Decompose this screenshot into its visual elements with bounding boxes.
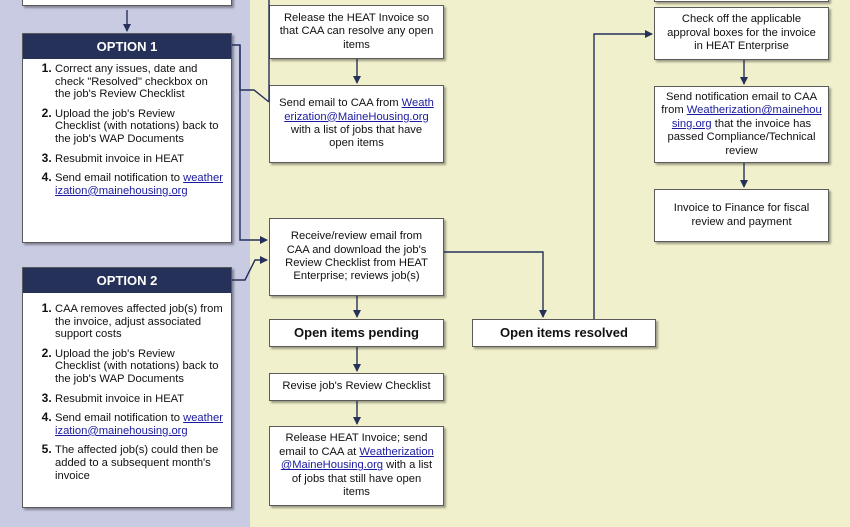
option2-step-1: CAA removes affected job(s) from the inv… — [55, 302, 223, 341]
option1-step-3: Resubmit invoice in HEAT — [55, 152, 223, 166]
open-items-resolved-label: Open items resolved — [500, 325, 628, 341]
open-items-pending-label: Open items pending — [294, 325, 419, 341]
open-items-resolved-box: Open items resolved — [472, 319, 656, 347]
option1-title: OPTION 1 — [23, 34, 231, 59]
check-off-text: Check off the applicable approval boxes … — [667, 13, 816, 53]
release-invoice-text: Release the HEAT Invoice so that CAA can… — [279, 11, 434, 51]
arrow-review-to-resolved — [444, 251, 547, 318]
open-items-pending-box: Open items pending — [269, 319, 444, 347]
option1-panel: OPTION 1 Correct any issues, date and ch… — [22, 33, 232, 243]
option1-email-link[interactable]: weatherization@mainehousing.org — [55, 172, 223, 197]
release-again-text: Release HEAT Invoice; send email to CAA … — [279, 432, 434, 499]
option2-step-4: Send email notification to weatherizatio… — [55, 411, 223, 437]
send-email-link[interactable]: Weatherization@MaineHousing.org — [284, 97, 434, 123]
receive-review-box: Receive/review email from CAA and downlo… — [269, 218, 444, 296]
arrow-option1-to-review — [239, 45, 268, 244]
option2-email-link[interactable]: weatherization@mainehousing.org — [55, 412, 223, 437]
option2-step-2: Upload the job's Review Checklist (with … — [55, 347, 223, 386]
check-off-box: Check off the applicable approval boxes … — [654, 7, 829, 60]
revise-checklist-box: Revise job's Review Checklist — [269, 373, 444, 401]
option2-step-5: The affected job(s) could then be added … — [55, 443, 223, 482]
finance-box: Invoice to Finance for fiscal review and… — [654, 189, 829, 242]
send-email-box: Send email to CAA from Weatherization@Ma… — [269, 85, 444, 163]
send-email-text: Send email to CAA from Weatherization@Ma… — [279, 97, 434, 150]
line-email-to-option1 — [232, 44, 270, 103]
option1-steps: Correct any issues, date and check "Reso… — [23, 62, 231, 203]
arrow-resolved-to-checkoff — [593, 30, 653, 319]
top-right-box-partial — [654, 0, 829, 2]
finance-text: Invoice to Finance for fiscal review and… — [673, 202, 810, 228]
option2-steps: CAA removes affected job(s) from the inv… — [23, 302, 231, 488]
revise-checklist-text: Revise job's Review Checklist — [282, 380, 431, 393]
release-again-box: Release HEAT Invoice; send email to CAA … — [269, 426, 444, 506]
top-left-box-partial — [22, 0, 232, 6]
option1-step-4: Send email notification to weatherizatio… — [55, 171, 223, 197]
option1-step-2: Upload the job's Review Checklist (with … — [55, 107, 223, 146]
option2-step-3: Resubmit invoice in HEAT — [55, 392, 223, 406]
option2-panel: OPTION 2 CAA removes affected job(s) fro… — [22, 267, 232, 508]
receive-review-text: Receive/review email from CAA and downlo… — [285, 230, 428, 283]
notify-text: Send notification email to CAA from Weat… — [661, 90, 822, 157]
arrow-option2-to-review — [232, 256, 268, 281]
notify-box: Send notification email to CAA from Weat… — [654, 86, 829, 163]
release-invoice-box: Release the HEAT Invoice so that CAA can… — [269, 5, 444, 59]
notify-link[interactable]: Weatherization@mainehousing.org — [671, 104, 822, 130]
release-again-link[interactable]: Weatherization@MaineHousing.org — [280, 445, 434, 472]
option1-step-1: Correct any issues, date and check "Reso… — [55, 62, 223, 101]
option2-title: OPTION 2 — [23, 268, 231, 293]
